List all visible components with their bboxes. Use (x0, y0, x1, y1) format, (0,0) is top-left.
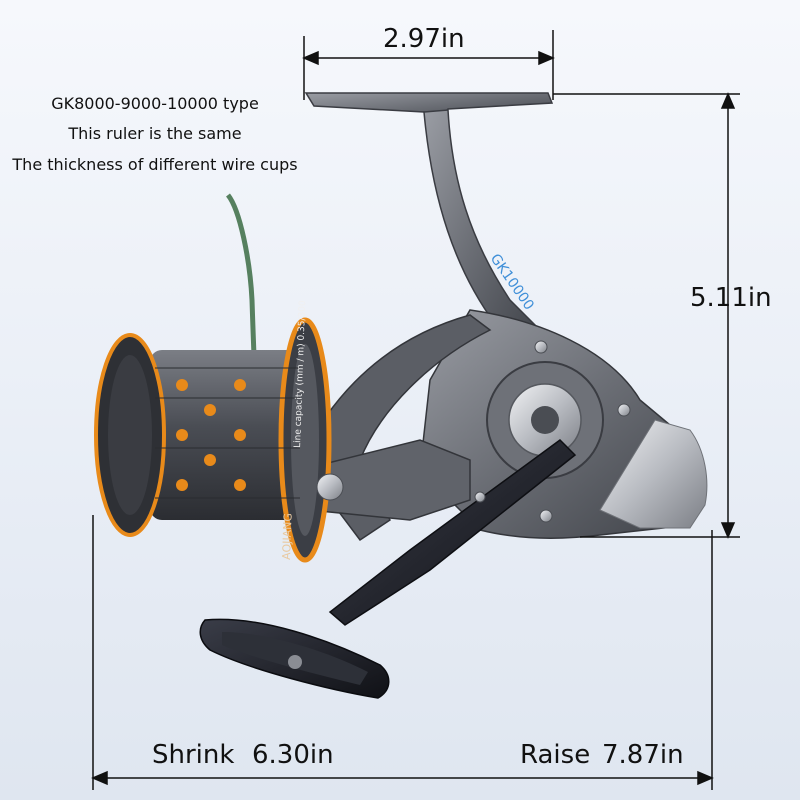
raise-label: Raise (520, 740, 591, 770)
height-label: 5.11in (690, 283, 772, 313)
raise-value: 7.87in (602, 740, 684, 770)
handle-arm (328, 439, 577, 626)
caption-line-1: GK8000-9000-10000 type (51, 94, 259, 113)
top-width-label: 2.97in (383, 24, 465, 54)
brand-text: AOJIANG (280, 513, 295, 560)
shrink-label: Shrink (152, 740, 235, 770)
caption-line-2: This ruler is the same (68, 124, 242, 143)
spool-holes (176, 379, 246, 491)
shrink-value: 6.30in (252, 740, 334, 770)
caption-line-3: The thickness of different wire cups (12, 155, 298, 174)
rear-cap (599, 419, 708, 529)
spool-core (150, 350, 310, 520)
